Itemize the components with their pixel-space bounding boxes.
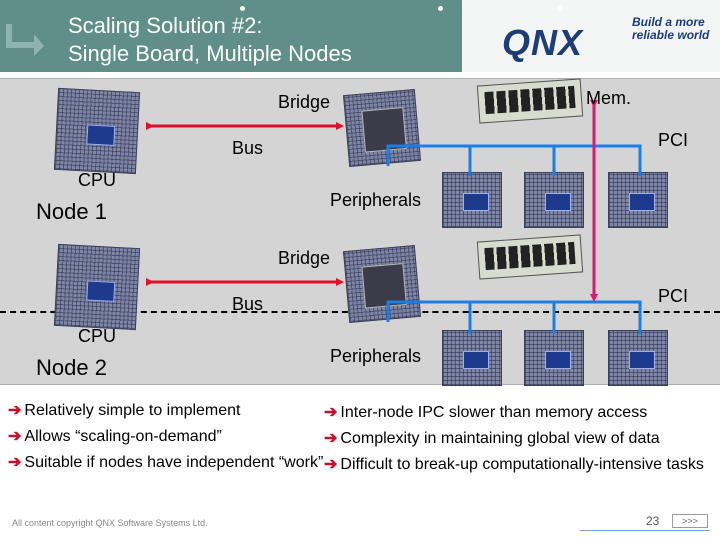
node2-memory-module [476, 234, 584, 280]
bullet-arrow-icon: ➔ [8, 402, 22, 419]
bullet-arrow-icon: ➔ [8, 454, 22, 471]
node1-peripheral-chip-2 [524, 172, 584, 228]
bullet-arrow-icon: ➔ [324, 404, 338, 421]
con-bullet-3: ➔Difficult to break-up computationally-i… [324, 456, 716, 474]
con-bullet-2-text: Complexity in maintaining global view of… [340, 430, 660, 447]
node2-peripheral-chip-2 [524, 330, 584, 386]
header-band-light [462, 0, 720, 72]
copyright-notice: All content copyright QNX Software Syste… [12, 518, 208, 528]
title-line-2: Single Board, Multiple Nodes [68, 41, 352, 66]
node2-peripherals-label: Peripherals [330, 346, 422, 366]
node2-name-label: Node 2 [36, 355, 107, 380]
pro-bullet-2: ➔Allows “scaling-on-demand” [8, 428, 318, 446]
node2-bridge-label: Bridge [278, 248, 331, 268]
con-bullet-3-text: Difficult to break-up computationally-in… [340, 456, 704, 473]
bullet-arrow-icon: ➔ [8, 428, 22, 445]
node2-pci-label: PCI [658, 286, 689, 306]
header-dot-2 [438, 6, 443, 11]
logo-wordmark: QNX [502, 22, 584, 63]
pro-bullet-1: ➔Relatively simple to implement [8, 402, 318, 420]
node2-peripheral-chip-1 [442, 330, 502, 386]
page-number: 23 [646, 514, 660, 528]
logo-tagline: Build a more reliable world [632, 15, 710, 42]
pro-bullet-3: ➔Suitable if nodes have independent “wor… [8, 454, 326, 472]
node2-cpu-label: CPU [78, 326, 117, 346]
header-band [0, 0, 462, 72]
node2-peripheral-chip-3 [608, 330, 668, 386]
header-dot-3 [558, 6, 563, 11]
footer-rule [580, 530, 710, 531]
node1-bridge-chip [342, 88, 422, 168]
bullet-arrow-icon: ➔ [324, 456, 338, 473]
pro-bullet-2-text: Allows “scaling-on-demand” [24, 428, 222, 445]
node1-bus-label: Bus [232, 138, 264, 158]
node1-cpu-chip [53, 87, 141, 175]
header-dot-1 [240, 6, 245, 11]
node1-peripherals-label: Peripherals [330, 190, 422, 210]
title-line-1: Scaling Solution #2: [68, 13, 263, 38]
qnx-logo: QNX Build a more reliable world [502, 14, 712, 64]
node1-peripheral-chip-3 [608, 172, 668, 228]
pro-bullet-3-text: Suitable if nodes have independent “work… [24, 454, 324, 471]
node1-mem-label: Mem. [586, 88, 631, 108]
con-bullet-1: ➔Inter-node IPC slower than memory acces… [324, 404, 716, 422]
slide-title: Scaling Solution #2: Single Board, Multi… [68, 12, 352, 68]
con-bullet-2: ➔Complexity in maintaining global view o… [324, 430, 716, 448]
bullet-arrow-icon: ➔ [324, 430, 338, 447]
node2-bus-label: Bus [232, 294, 264, 314]
slide-header: Scaling Solution #2: Single Board, Multi… [0, 0, 720, 74]
return-arrow-icon [6, 24, 44, 56]
node1-cpu-label: CPU [78, 170, 117, 190]
node1-memory-module [476, 78, 584, 124]
con-bullet-1-text: Inter-node IPC slower than memory access [340, 404, 648, 421]
pro-bullet-1-text: Relatively simple to implement [24, 402, 241, 419]
node2-bridge-chip [342, 244, 422, 324]
node2-cpu-chip [53, 243, 141, 331]
node1-pci-label: PCI [658, 130, 689, 150]
node1-peripheral-chip-1 [442, 172, 502, 228]
next-slide-button[interactable]: >>> [672, 514, 708, 528]
node1-name-label: Node 1 [36, 199, 107, 224]
node1-bridge-label: Bridge [278, 92, 331, 112]
